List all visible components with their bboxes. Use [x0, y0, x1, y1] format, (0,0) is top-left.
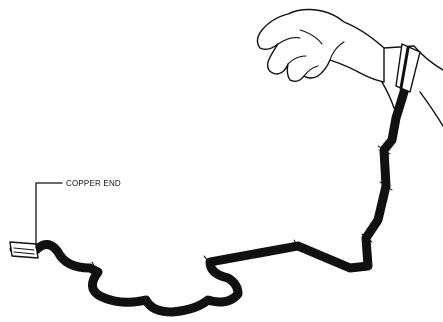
- copper-end-callout: COPPER END: [36, 179, 121, 248]
- copper-end-label: COPPER END: [66, 179, 121, 188]
- hand-icon: [257, 10, 384, 83]
- copper-end-icon: [10, 242, 38, 258]
